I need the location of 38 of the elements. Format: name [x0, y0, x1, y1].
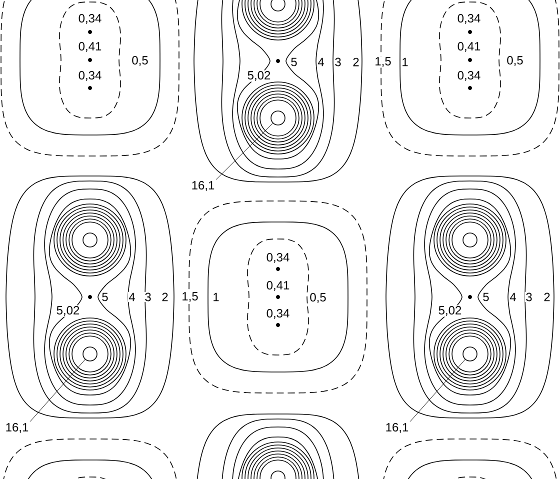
value-label: 16,1	[4, 422, 30, 434]
contour-label: 1,5	[374, 56, 392, 68]
value-label: 16,1	[384, 422, 410, 434]
leader-line	[216, 122, 273, 180]
contour-label: 4	[316, 57, 326, 67]
contour-label: 0,34	[78, 13, 102, 25]
contour-label: 0,5	[308, 292, 328, 304]
contour-label: 1,5	[180, 291, 200, 303]
leader-line	[410, 359, 466, 422]
contour-label: 2	[352, 57, 360, 67]
contour-label: 0,34	[266, 308, 290, 320]
value-label: 16,1	[190, 180, 216, 192]
contour-label: 0,34	[266, 252, 290, 264]
contour-label: 4	[508, 292, 518, 302]
contour-label: 5,02	[246, 70, 272, 82]
contour-label: 0,41	[456, 41, 482, 53]
contour-label: 0,34	[456, 13, 482, 25]
contour-label: 0,5	[506, 55, 524, 67]
contour-label: 0,41	[78, 41, 102, 53]
contour-label: 1	[212, 292, 220, 302]
contour-label: 0,34	[78, 70, 102, 82]
contour-label: 5	[482, 292, 490, 302]
contour-label: 0,41	[266, 280, 290, 292]
contour-label: 3	[334, 56, 342, 68]
contour-label: 2	[160, 292, 170, 302]
contour-label: 5	[290, 57, 298, 67]
contour-label: 5	[100, 292, 110, 302]
contour-label: 5,02	[438, 305, 462, 317]
contour-label: 3	[144, 292, 152, 302]
atom-circle	[270, 110, 286, 126]
contour-label: 1	[400, 57, 410, 67]
leader-line	[30, 359, 86, 422]
contour-label: 0,5	[130, 55, 150, 67]
atom-circle	[462, 346, 478, 362]
contour-label: 2	[542, 292, 552, 302]
contour-label: 0,34	[456, 70, 482, 82]
contour-label: 4	[128, 292, 136, 302]
atom-circle	[82, 346, 98, 362]
